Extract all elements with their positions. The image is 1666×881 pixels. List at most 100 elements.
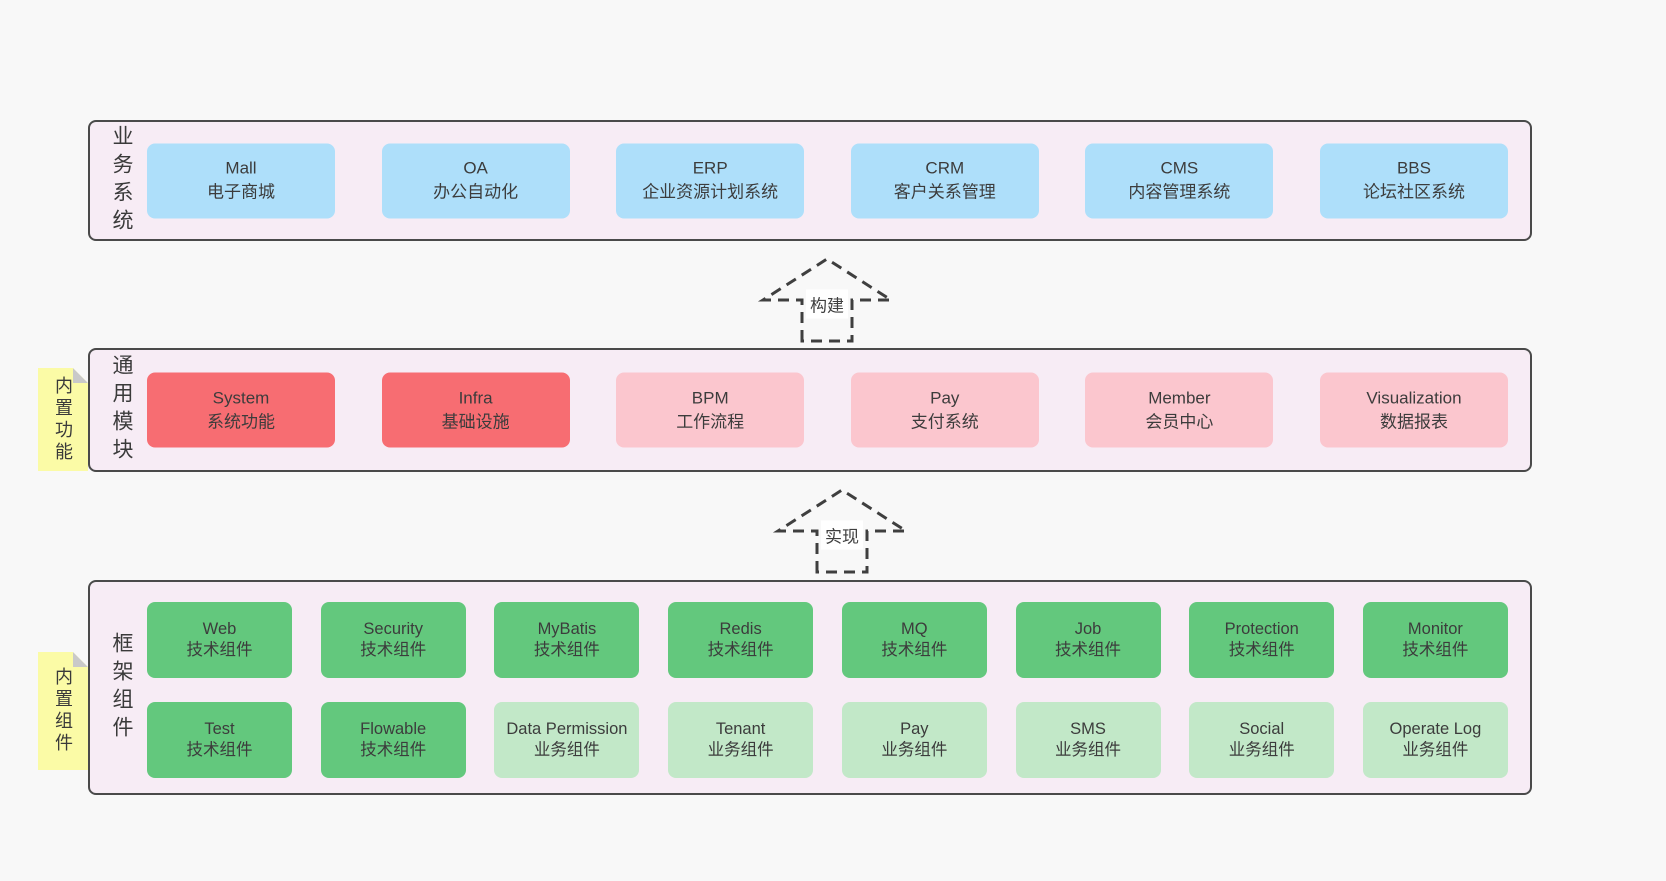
box-infra: Infra 基础设施 <box>381 372 570 448</box>
box-cms: CMS 内容管理系统 <box>1085 143 1274 218</box>
layer-common-modules: 通用模块 System 系统功能 Infra 基础设施 BPM 工作流程 Pay… <box>88 348 1532 472</box>
box-subtitle: 业务组件 <box>1055 741 1122 759</box>
box-subtitle: 技术组件 <box>186 741 253 759</box>
box-title: Monitor <box>1407 619 1463 638</box>
box-subtitle: 业务组件 <box>707 741 774 759</box>
box-sms: SMS 业务组件 <box>1015 702 1161 778</box>
box-mall: Mall 电子商城 <box>147 143 335 218</box>
box-subtitle: 技术组件 <box>1402 641 1469 659</box>
box-title: Infra <box>458 388 493 408</box>
build-arrow-label: 构建 <box>806 289 848 319</box>
sticky-note-label: 内置组件 <box>53 667 73 755</box>
box-title: BPM <box>691 388 729 408</box>
box-bbs: BBS 论坛社区系统 <box>1319 143 1508 218</box>
box-subtitle: 技术组件 <box>707 641 774 659</box>
box-subtitle: 电子商城 <box>207 182 275 202</box>
box-title: MQ <box>901 619 928 638</box>
box-title: Tenant <box>715 719 766 738</box>
box-subtitle: 基础设施 <box>441 412 510 431</box>
box-subtitle: 技术组件 <box>186 641 253 659</box>
box-title: OA <box>463 158 488 178</box>
box-subtitle: 技术组件 <box>360 641 427 659</box>
box-subtitle: 技术组件 <box>1228 641 1295 659</box>
box-security: Security 技术组件 <box>320 602 466 678</box>
box-protection: Protection 技术组件 <box>1189 602 1335 678</box>
implement-arrow: 实现 <box>772 486 912 574</box>
box-subtitle: 业务组件 <box>1402 741 1469 759</box>
box-flowable: Flowable 技术组件 <box>320 702 466 778</box>
box-mybatis: MyBatis 技术组件 <box>494 602 640 678</box>
layer-business-label: 业务系统 <box>110 124 133 237</box>
box-subtitle: 技术组件 <box>533 641 600 659</box>
components-row-1: Web 技术组件 Security 技术组件 MyBatis 技术组件 Redi… <box>147 602 1508 678</box>
sticky-note-label: 内置功能 <box>53 375 73 464</box>
layer-framework-components: 框架组件 Web 技术组件 Security 技术组件 MyBatis 技术组件… <box>88 580 1532 795</box>
box-visualization: Visualization 数据报表 <box>1319 372 1508 448</box>
implement-arrow-label: 实现 <box>821 520 863 550</box>
box-subtitle: 会员中心 <box>1145 412 1214 431</box>
modules-boxes-row: System 系统功能 Infra 基础设施 BPM 工作流程 Pay 支付系统… <box>147 372 1508 448</box>
box-title: Protection <box>1224 619 1299 638</box>
box-system: System 系统功能 <box>147 372 335 448</box>
box-title: Job <box>1074 619 1102 638</box>
box-subtitle: 系统功能 <box>207 412 275 431</box>
box-title: ERP <box>692 158 728 178</box>
box-monitor: Monitor 技术组件 <box>1362 602 1508 678</box>
box-title: CRM <box>925 158 965 178</box>
box-title: Data Permission <box>506 719 628 738</box>
box-social: Social 业务组件 <box>1189 702 1335 778</box>
layer-business-systems: 业务系统 Mall 电子商城 OA 办公自动化 ERP 企业资源计划系统 CRM… <box>88 120 1532 241</box>
box-title: Operate Log <box>1389 719 1482 738</box>
box-job: Job 技术组件 <box>1015 602 1161 678</box>
box-bpm: BPM 工作流程 <box>616 372 805 448</box>
box-title: Mall <box>225 158 257 178</box>
box-subtitle: 企业资源计划系统 <box>642 182 779 202</box>
components-row-2: Test 技术组件 Flowable 技术组件 Data Permission … <box>147 702 1508 778</box>
box-data-permission: Data Permission 业务组件 <box>494 702 640 778</box>
box-tenant: Tenant 业务组件 <box>668 702 814 778</box>
box-title: Test <box>204 719 235 738</box>
box-title: Security <box>363 619 423 638</box>
box-erp: ERP 企业资源计划系统 <box>616 143 805 218</box>
box-title: MyBatis <box>537 619 597 638</box>
box-title: CMS <box>1160 158 1199 178</box>
box-crm: CRM 客户关系管理 <box>850 143 1039 218</box>
box-title: Pay <box>900 719 929 738</box>
box-pay-module: Pay 支付系统 <box>850 372 1039 448</box>
box-subtitle: 内容管理系统 <box>1128 182 1231 202</box>
box-subtitle: 工作流程 <box>676 412 745 431</box>
box-title: Web <box>202 619 237 638</box>
box-title: Redis <box>719 619 762 638</box>
box-mq: MQ 技术组件 <box>841 602 987 678</box>
box-redis: Redis 技术组件 <box>668 602 814 678</box>
layer-components-label: 框架组件 <box>110 631 133 744</box>
business-boxes-row: Mall 电子商城 OA 办公自动化 ERP 企业资源计划系统 CRM 客户关系… <box>147 143 1508 218</box>
box-title: Visualization <box>1366 388 1462 408</box>
box-subtitle: 办公自动化 <box>433 182 519 202</box>
box-subtitle: 技术组件 <box>881 641 948 659</box>
sticky-note-built-in-functions: 内置功能 <box>38 368 88 471</box>
box-subtitle: 客户关系管理 <box>893 182 996 202</box>
box-title: System <box>212 388 270 408</box>
layer-modules-label: 通用模块 <box>110 354 133 466</box>
box-title: Flowable <box>360 719 427 738</box>
box-pay-component: Pay 业务组件 <box>841 702 987 778</box>
box-subtitle: 业务组件 <box>1228 741 1295 759</box>
box-subtitle: 技术组件 <box>1055 641 1122 659</box>
box-subtitle: 支付系统 <box>910 412 979 431</box>
box-web: Web 技术组件 <box>147 602 292 678</box>
box-subtitle: 业务组件 <box>533 741 600 759</box>
box-title: Social <box>1239 719 1285 738</box>
box-oa: OA 办公自动化 <box>381 143 570 218</box>
box-subtitle: 技术组件 <box>360 741 427 759</box>
box-operate-log: Operate Log 业务组件 <box>1362 702 1508 778</box>
box-test: Test 技术组件 <box>147 702 292 778</box>
box-member: Member 会员中心 <box>1085 372 1274 448</box>
box-title: Pay <box>930 388 960 408</box>
box-title: BBS <box>1396 158 1431 178</box>
box-title: SMS <box>1070 719 1106 738</box>
box-title: Member <box>1148 388 1211 408</box>
box-subtitle: 数据报表 <box>1379 412 1448 431</box>
box-subtitle: 论坛社区系统 <box>1362 182 1465 202</box>
